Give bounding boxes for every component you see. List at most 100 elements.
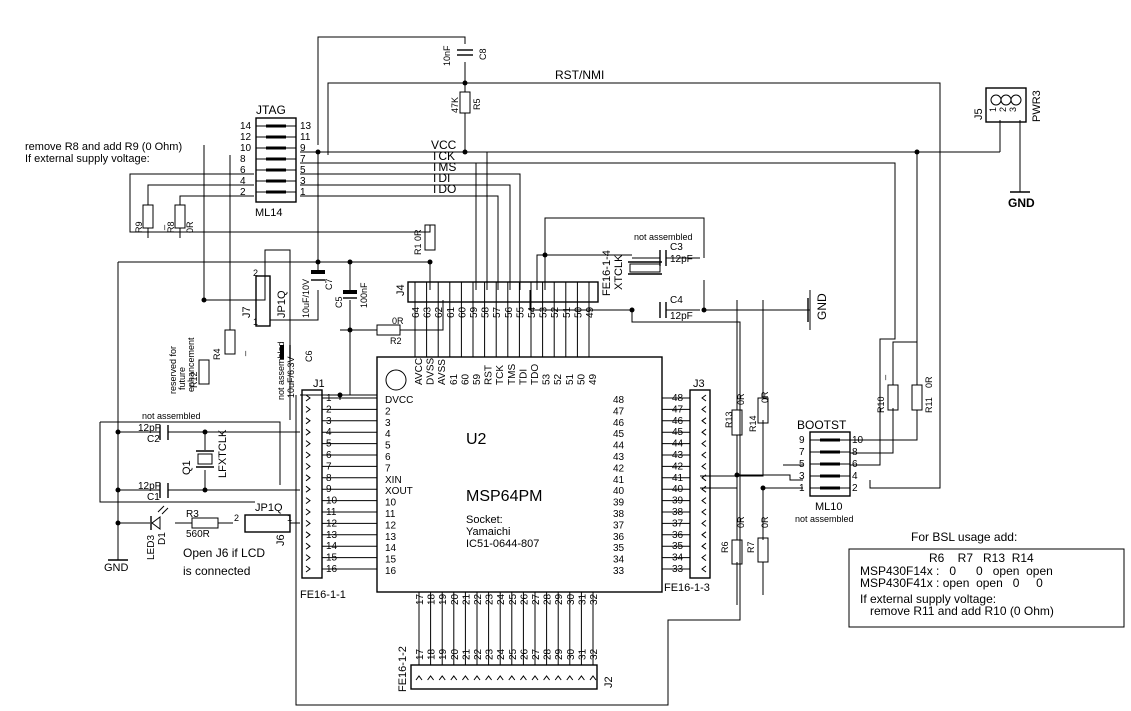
bsl-note: For BSL usage add: R6 R7 R13 R14 MSP430F… (848, 530, 1125, 628)
svg-text:D1: D1 (157, 532, 168, 545)
j2-pin-label: 32 (589, 648, 600, 660)
j1-pin (305, 542, 311, 550)
j3-pin (701, 531, 707, 539)
jtag-pin-bar (266, 124, 286, 128)
svg-text:For BSL usage add:: For BSL usage add: (911, 530, 1017, 544)
svg-text:0R: 0R (760, 391, 770, 403)
u2-left-pin: 5 (385, 441, 391, 452)
u2-right-pin: 39 (613, 498, 625, 509)
resistor-r13: R13 0R (724, 393, 746, 436)
svg-text:R11: R11 (924, 397, 934, 413)
bootst-pin-bar (820, 462, 840, 466)
u2-bottom-pin: 32 (589, 593, 600, 605)
jtag-pin-label: 11 (300, 132, 311, 143)
jtag-pin-label: 8 (240, 154, 246, 165)
j3-pin (701, 565, 707, 573)
j3-pin (701, 520, 707, 527)
u2-top-pin: DVSS (426, 357, 437, 385)
j2-pin-label: 30 (566, 648, 577, 660)
u2-top-pin: TCK (495, 365, 506, 385)
u2-right-pin: 44 (613, 441, 625, 452)
svg-text:LED3: LED3 (146, 535, 157, 560)
jtag-pin-label: 9 (300, 143, 306, 154)
j4-pin-label: 56 (504, 306, 515, 318)
j1-pin (305, 394, 311, 402)
u2-right-pin: 42 (613, 463, 625, 474)
u2-left-pin: 11 (385, 509, 396, 520)
j2-pin-label: 21 (461, 648, 472, 660)
svg-text:R14: R14 (748, 415, 758, 432)
u2-top-pin: AVSS (437, 359, 448, 385)
u2-top-pin: 49 (588, 373, 599, 385)
jtag-pin-bar (266, 146, 286, 150)
j4-pin-label: 49 (585, 306, 596, 318)
jtag-pin-bar (266, 157, 286, 161)
u2-bottom-pin: 24 (496, 593, 507, 605)
bootst-pin-label: 9 (799, 435, 805, 446)
bootst-pin-label: 2 (852, 483, 858, 494)
svg-text:GND: GND (104, 562, 129, 574)
u2-name: U2 (466, 431, 487, 448)
j2-pin (554, 675, 562, 681)
svg-text:Open J6 if LCD: Open J6 if LCD (183, 546, 265, 560)
j3-pin (701, 474, 707, 482)
j2-pin (543, 675, 550, 681)
j1-pin (305, 554, 311, 561)
svg-text:_: _ (236, 350, 246, 357)
j3-pin (701, 554, 707, 561)
svg-text:Socket:: Socket: (466, 514, 503, 526)
svg-text:C3: C3 (670, 242, 683, 253)
svg-text:0R: 0R (736, 393, 746, 405)
u2-left-pin: 6 (385, 452, 391, 463)
u2-right-pin: 36 (613, 532, 625, 543)
svg-text:JP1Q: JP1Q (255, 502, 283, 514)
u2-right-pin: 47 (613, 406, 625, 417)
resistor-r11: R11 0R (911, 376, 934, 413)
u2-bottom-pin: 27 (531, 593, 542, 605)
svg-text:0R: 0R (185, 221, 195, 233)
r5-label: R5 (472, 98, 482, 110)
svg-text:C6: C6 (304, 350, 314, 362)
svg-text:12pF: 12pF (138, 423, 161, 434)
j4-pin-label: 58 (481, 306, 492, 318)
bootst-pin-bar (820, 474, 840, 478)
jtag-pin-bar (266, 190, 286, 194)
j2-pin-label: 26 (519, 648, 530, 660)
svg-text:R8: R8 (166, 221, 176, 233)
j2-pin-label: 23 (485, 648, 496, 660)
j3-pin (701, 440, 707, 448)
resistor-r2: 0R R2 (376, 316, 404, 346)
j3-pin (701, 405, 707, 413)
u2-top-pin: 50 (576, 373, 587, 385)
j2-pin-label: 25 (508, 648, 519, 660)
resistor-r6: R6 0R (720, 516, 746, 565)
j3-pin (701, 451, 707, 459)
j2-pin (589, 675, 597, 681)
j2-pin-label: 27 (531, 648, 542, 660)
j2-pin (508, 675, 516, 681)
jtag-pin-label: 1 (300, 187, 306, 198)
jtag-pin-label: 10 (240, 143, 252, 154)
u2-top-pin: AVCC (414, 358, 425, 385)
svg-text:C2: C2 (147, 434, 160, 445)
jtag-pin-bar (266, 179, 286, 183)
u2-bottom-pin: 30 (566, 593, 577, 605)
svg-text:10uF/6.3V: 10uF/6.3V (286, 356, 296, 398)
u2-top-pin: 59 (472, 373, 483, 385)
u2-top-pin: 53 (542, 373, 553, 385)
j2-pin (450, 675, 458, 681)
u2-left-pin: 3 (385, 418, 391, 429)
svg-text:J7: J7 (241, 306, 253, 318)
j2-pin-label: 17 (415, 648, 426, 660)
resistor-r4: R4 _ (212, 329, 246, 360)
j4-pin-label: 63 (423, 306, 434, 318)
chip-u2: U2 MSP64PM Socket: Yamaichi IC51-0644-80… (376, 356, 663, 605)
jtag-pin-label: 5 (300, 165, 306, 176)
svg-text:R7: R7 (746, 541, 756, 553)
u2-right-pin: 41 (613, 475, 625, 486)
capacitor-c4: C4 12pF (659, 295, 693, 322)
svg-text:PWR3: PWR3 (1031, 90, 1043, 122)
j2-pin-label: 28 (543, 648, 554, 660)
j1-pin (305, 405, 311, 413)
